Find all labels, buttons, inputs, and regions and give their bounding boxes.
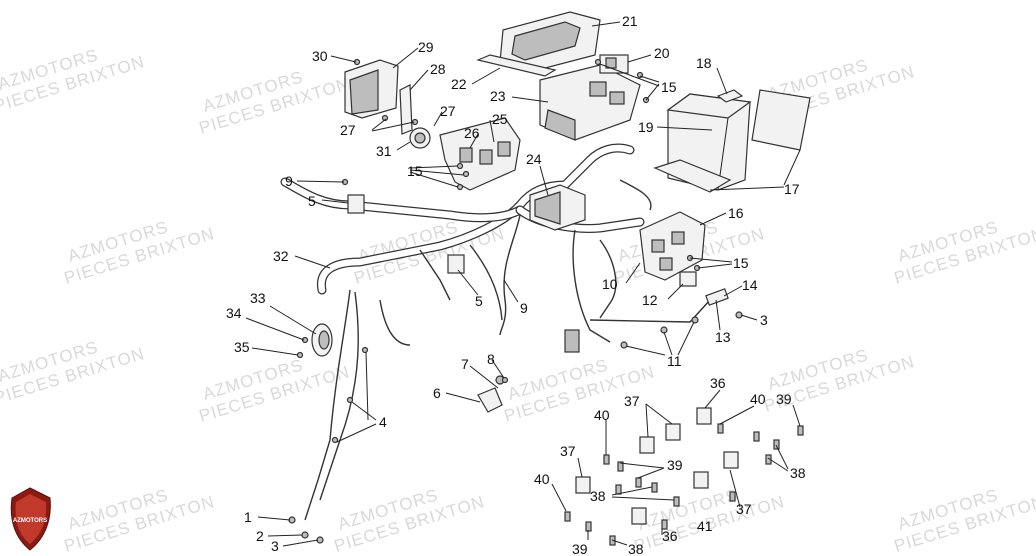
callout-3: 3 (271, 538, 279, 554)
part-25-relay-bracket (439, 117, 521, 191)
callout-15: 15 (661, 79, 677, 95)
callout-25: 25 (492, 111, 508, 127)
callout-4: 4 (379, 414, 387, 430)
relay-37 (665, 423, 681, 441)
part-18-pad (716, 89, 744, 103)
callout-18: 18 (696, 55, 712, 71)
callout-13: 13 (715, 329, 731, 345)
callout-36: 36 (710, 375, 726, 391)
callout-40: 40 (594, 407, 610, 423)
callout-24: 24 (526, 151, 542, 167)
callout-15: 15 (733, 255, 749, 271)
relay-group (575, 407, 739, 525)
part-23-battery-tray (539, 64, 641, 141)
callout-8: 8 (487, 351, 495, 367)
part-33-horn (311, 323, 333, 357)
callout-21: 21 (622, 13, 638, 29)
callout-19: 19 (638, 119, 654, 135)
callout-39: 39 (572, 541, 588, 556)
callout-14: 14 (742, 277, 758, 293)
relay-37 (723, 451, 739, 469)
part-22-strap (476, 54, 557, 77)
callout-3: 3 (760, 312, 768, 328)
part-24-junction-box (529, 184, 586, 231)
callout-31: 31 (376, 143, 392, 159)
relay-36 (631, 507, 647, 525)
part-28-bracket (399, 84, 413, 135)
callout-10: 10 (602, 276, 618, 292)
callout-32: 32 (273, 248, 289, 264)
azmotors-logo: AZMOTORS (10, 487, 51, 551)
callout-5: 5 (475, 293, 483, 309)
callout-36: 36 (662, 528, 678, 544)
part-10-wire (564, 329, 580, 353)
callout-5: 5 (308, 193, 316, 209)
callout-labels: 1 2 3 3 4 5 5 6 7 8 9 9 10 11 12 13 14 1… (226, 13, 806, 556)
callout-37: 37 (560, 443, 576, 459)
callout-17: 17 (784, 181, 800, 197)
callout-12: 12 (642, 292, 658, 308)
callout-39: 39 (667, 457, 683, 473)
callout-30: 30 (312, 48, 328, 64)
callout-20: 20 (654, 45, 670, 61)
part-31-sensor (409, 127, 431, 149)
part-6-switch (477, 375, 505, 413)
callout-40: 40 (750, 391, 766, 407)
part-5-connector (347, 194, 465, 274)
callout-40: 40 (534, 471, 550, 487)
callout-16: 16 (728, 205, 744, 221)
callout-38: 38 (628, 541, 644, 556)
callout-27: 27 (440, 103, 456, 119)
callout-38: 38 (590, 488, 606, 504)
callout-9: 9 (285, 173, 293, 189)
callout-35: 35 (234, 339, 250, 355)
callout-39: 39 (776, 391, 792, 407)
callout-9: 9 (520, 300, 528, 316)
callout-28: 28 (430, 61, 446, 77)
callout-2: 2 (256, 528, 264, 544)
part-16-relay-bracket (639, 211, 706, 281)
callout-22: 22 (451, 76, 467, 92)
leader-lines (245, 21, 801, 547)
callout-7: 7 (461, 356, 469, 372)
relay-37 (693, 471, 709, 489)
callout-33: 33 (250, 290, 266, 306)
callout-15: 15 (407, 163, 423, 179)
callout-38: 38 (790, 465, 806, 481)
part-20-connector (599, 54, 629, 74)
callout-11: 11 (667, 353, 682, 369)
callout-27: 27 (340, 122, 356, 138)
callout-37: 37 (736, 501, 752, 517)
callout-29: 29 (418, 39, 434, 55)
callout-34: 34 (226, 305, 242, 321)
part-29-ecu (344, 59, 399, 119)
callout-41: 41 (697, 518, 713, 534)
part-14-fuse (705, 288, 729, 306)
relay-37 (575, 476, 591, 494)
callout-23: 23 (490, 88, 506, 104)
callout-37: 37 (624, 393, 640, 409)
callout-1: 1 (244, 509, 252, 525)
relay-37 (639, 436, 655, 454)
part-12-relay (679, 271, 697, 287)
relay-36 (696, 407, 712, 425)
callout-26: 26 (464, 125, 480, 141)
logo-text: AZMOTORS (13, 518, 47, 524)
callout-6: 6 (433, 385, 441, 401)
